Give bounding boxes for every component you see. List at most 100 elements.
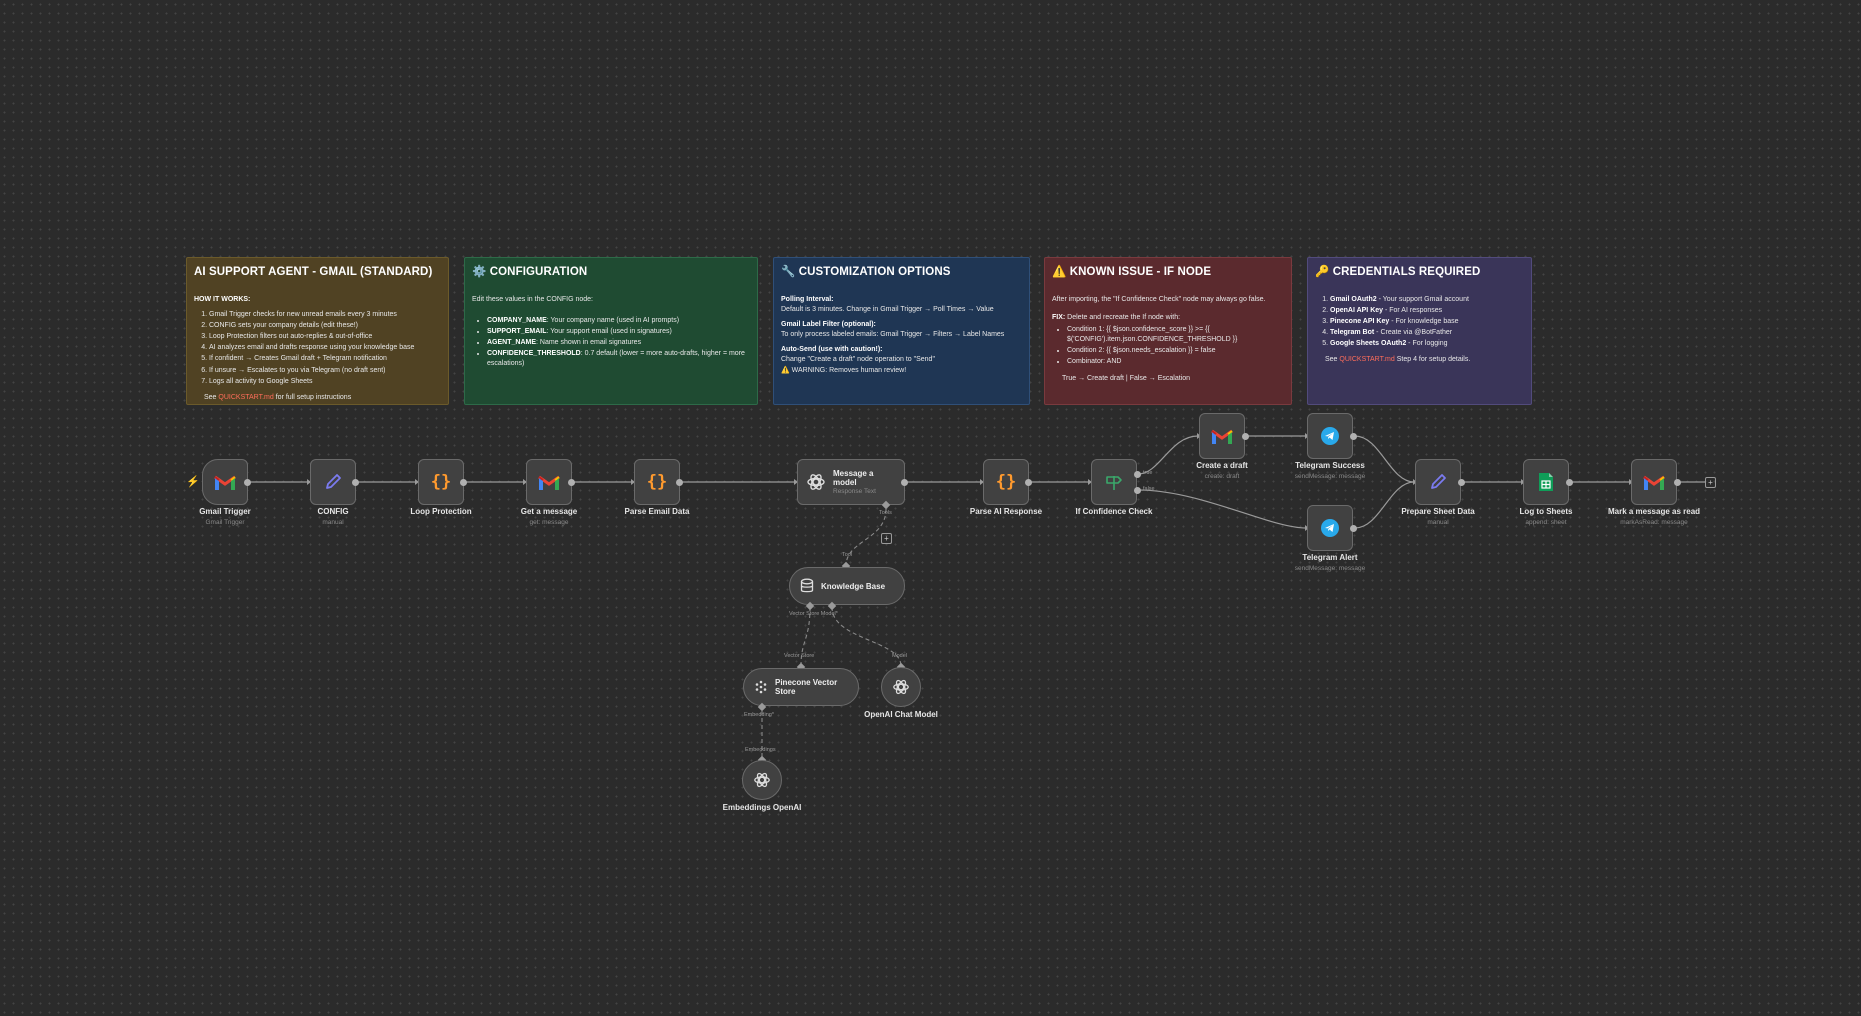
port-label-true: true xyxy=(1143,470,1153,476)
code-braces-icon: {} xyxy=(646,472,668,492)
node-parse-ai[interactable]: {} xyxy=(983,459,1029,505)
node-label: Parse Email Data xyxy=(624,507,690,516)
note-configuration-intro: Edit these values in the CONFIG node: xyxy=(472,295,594,303)
node-pinecone-vector-store[interactable]: Pinecone Vector Store xyxy=(743,668,859,706)
node-subtitle: append: sheet xyxy=(1525,519,1567,526)
note-customization[interactable]: 🔧 CUSTOMIZATION OPTIONS Polling Interval… xyxy=(773,257,1030,405)
pencil-icon xyxy=(326,474,341,489)
note-overview[interactable]: AI SUPPORT AGENT - GMAIL (STANDARD) HOW … xyxy=(186,257,449,405)
trigger-bolt-icon: ⚡ xyxy=(186,476,200,488)
gmail-icon xyxy=(1211,429,1233,444)
note-configuration[interactable]: ⚙️ CONFIGURATION Edit these values in th… xyxy=(464,257,758,405)
output-port[interactable] xyxy=(1350,433,1357,440)
node-label: Embeddings OpenAI xyxy=(722,803,802,812)
port-label-tools: Tools xyxy=(879,510,892,516)
note-overview-subtitle: HOW IT WORKS: xyxy=(194,295,251,303)
node-telegram-alert[interactable] xyxy=(1307,505,1353,551)
note-credentials[interactable]: 🔑 CREDENTIALS REQUIRED Gmail OAuth2 - Yo… xyxy=(1307,257,1532,405)
output-port[interactable] xyxy=(460,479,467,486)
node-loop-protection[interactable]: {} xyxy=(418,459,464,505)
arrow-head xyxy=(980,479,984,485)
wire-tool-kb xyxy=(845,508,887,567)
note-known-issue[interactable]: ⚠️ KNOWN ISSUE - IF NODE After importing… xyxy=(1044,257,1292,405)
node-label: Knowledge Base xyxy=(821,581,886,591)
port-label-embeddings: Embeddings xyxy=(745,747,776,753)
note-known-issue-title: ⚠️ KNOWN ISSUE - IF NODE xyxy=(1052,266,1212,278)
port-label-tool: Tool xyxy=(842,552,853,558)
node-gmail-trigger[interactable] xyxy=(202,459,248,505)
node-config[interactable] xyxy=(310,459,356,505)
note-overview-steps: Gmail Trigger checks for new unread emai… xyxy=(194,310,441,387)
database-icon xyxy=(800,578,814,593)
known-issue-footer: True → Create draft | False → Escalation xyxy=(1062,374,1190,382)
wire-alert-prepare xyxy=(1354,481,1415,529)
output-port[interactable] xyxy=(901,479,908,486)
node-openai-chat-model[interactable] xyxy=(881,667,921,707)
add-node-button[interactable]: + xyxy=(1705,477,1716,488)
node-label: OpenAI Chat Model xyxy=(864,710,938,719)
node-label: Telegram Alert xyxy=(1302,553,1358,562)
google-sheets-icon xyxy=(1539,473,1553,491)
credential-item: Telegram Bot - Create via @BotFather xyxy=(1330,328,1524,338)
output-port[interactable] xyxy=(1458,479,1465,486)
output-port[interactable] xyxy=(244,479,251,486)
node-knowledge-base[interactable]: Knowledge Base xyxy=(789,567,905,605)
config-item: COMPANY_NAME: Your company name (used in… xyxy=(487,316,750,326)
output-port[interactable] xyxy=(676,479,683,486)
node-get-message[interactable] xyxy=(526,459,572,505)
credential-item: OpenAI API Key - For AI responses xyxy=(1330,306,1524,316)
note-customization-title: 🔧 CUSTOMIZATION OPTIONS xyxy=(781,266,951,278)
credential-item: Google Sheets OAuth2 - For logging xyxy=(1330,339,1524,349)
node-mark-read[interactable] xyxy=(1631,459,1677,505)
node-create-draft[interactable] xyxy=(1199,413,1245,459)
quickstart-link[interactable]: QUICKSTART.md xyxy=(1339,356,1395,364)
true-output-port[interactable] xyxy=(1134,471,1141,478)
quickstart-link[interactable]: QUICKSTART.md xyxy=(218,393,274,401)
wire-success-prepare xyxy=(1354,435,1415,483)
node-message-model[interactable]: Message a model Response Text xyxy=(797,459,905,505)
autosend-section: Auto-Send (use with caution!):Change "Cr… xyxy=(781,346,935,374)
node-parse-email[interactable]: {} xyxy=(634,459,680,505)
wire-if-alert-false xyxy=(1137,489,1307,529)
output-port[interactable] xyxy=(1566,479,1573,486)
node-log-sheets[interactable] xyxy=(1523,459,1569,505)
node-subtitle: manual xyxy=(1427,519,1449,526)
node-label: Parse AI Response xyxy=(969,507,1043,516)
node-label: Log to Sheets xyxy=(1519,507,1573,516)
node-telegram-success[interactable] xyxy=(1307,413,1353,459)
arrow-head xyxy=(794,479,798,485)
node-subtitle: manual xyxy=(322,519,344,526)
output-port[interactable] xyxy=(352,479,359,486)
output-port[interactable] xyxy=(568,479,575,486)
config-item: AGENT_NAME: Name shown in email signatur… xyxy=(487,338,750,348)
add-tool-button[interactable]: + xyxy=(881,533,892,544)
node-label: Pinecone Vector Store xyxy=(775,677,838,696)
known-issue-list: Condition 1: {{ $json.confidence_score }… xyxy=(1052,325,1284,368)
arrow-head xyxy=(523,479,527,485)
note-overview-see: See QUICKSTART.md for full setup instruc… xyxy=(204,393,352,401)
false-output-port[interactable] xyxy=(1134,487,1141,494)
signpost-icon xyxy=(1106,476,1122,490)
step: CONFIG sets your company details (edit t… xyxy=(209,321,441,331)
step: Gmail Trigger checks for new unread emai… xyxy=(209,310,441,320)
openai-icon xyxy=(807,474,825,490)
port-label-false: false xyxy=(1143,486,1155,492)
output-port[interactable] xyxy=(1350,525,1357,532)
node-label: Prepare Sheet Data xyxy=(1401,507,1475,516)
gmail-icon xyxy=(1643,475,1665,490)
node-subtitle: create: draft xyxy=(1204,473,1240,480)
node-label: Create a draft xyxy=(1196,461,1248,470)
port-label-vector-store: Vector Store xyxy=(784,653,815,659)
node-if-confidence[interactable] xyxy=(1091,459,1137,505)
node-label: Telegram Success xyxy=(1295,461,1365,470)
node-embeddings-openai[interactable] xyxy=(742,760,782,800)
condition-item: Combinator: AND xyxy=(1067,357,1284,367)
output-port[interactable] xyxy=(1674,479,1681,486)
output-port[interactable] xyxy=(1025,479,1032,486)
node-prepare-sheet[interactable] xyxy=(1415,459,1461,505)
node-subtitle: sendMessage: message xyxy=(1294,565,1366,572)
output-port[interactable] xyxy=(1242,433,1249,440)
note-configuration-title: ⚙️ CONFIGURATION xyxy=(472,266,588,278)
node-label: Loop Protection xyxy=(410,507,472,516)
pencil-icon xyxy=(1431,474,1446,489)
